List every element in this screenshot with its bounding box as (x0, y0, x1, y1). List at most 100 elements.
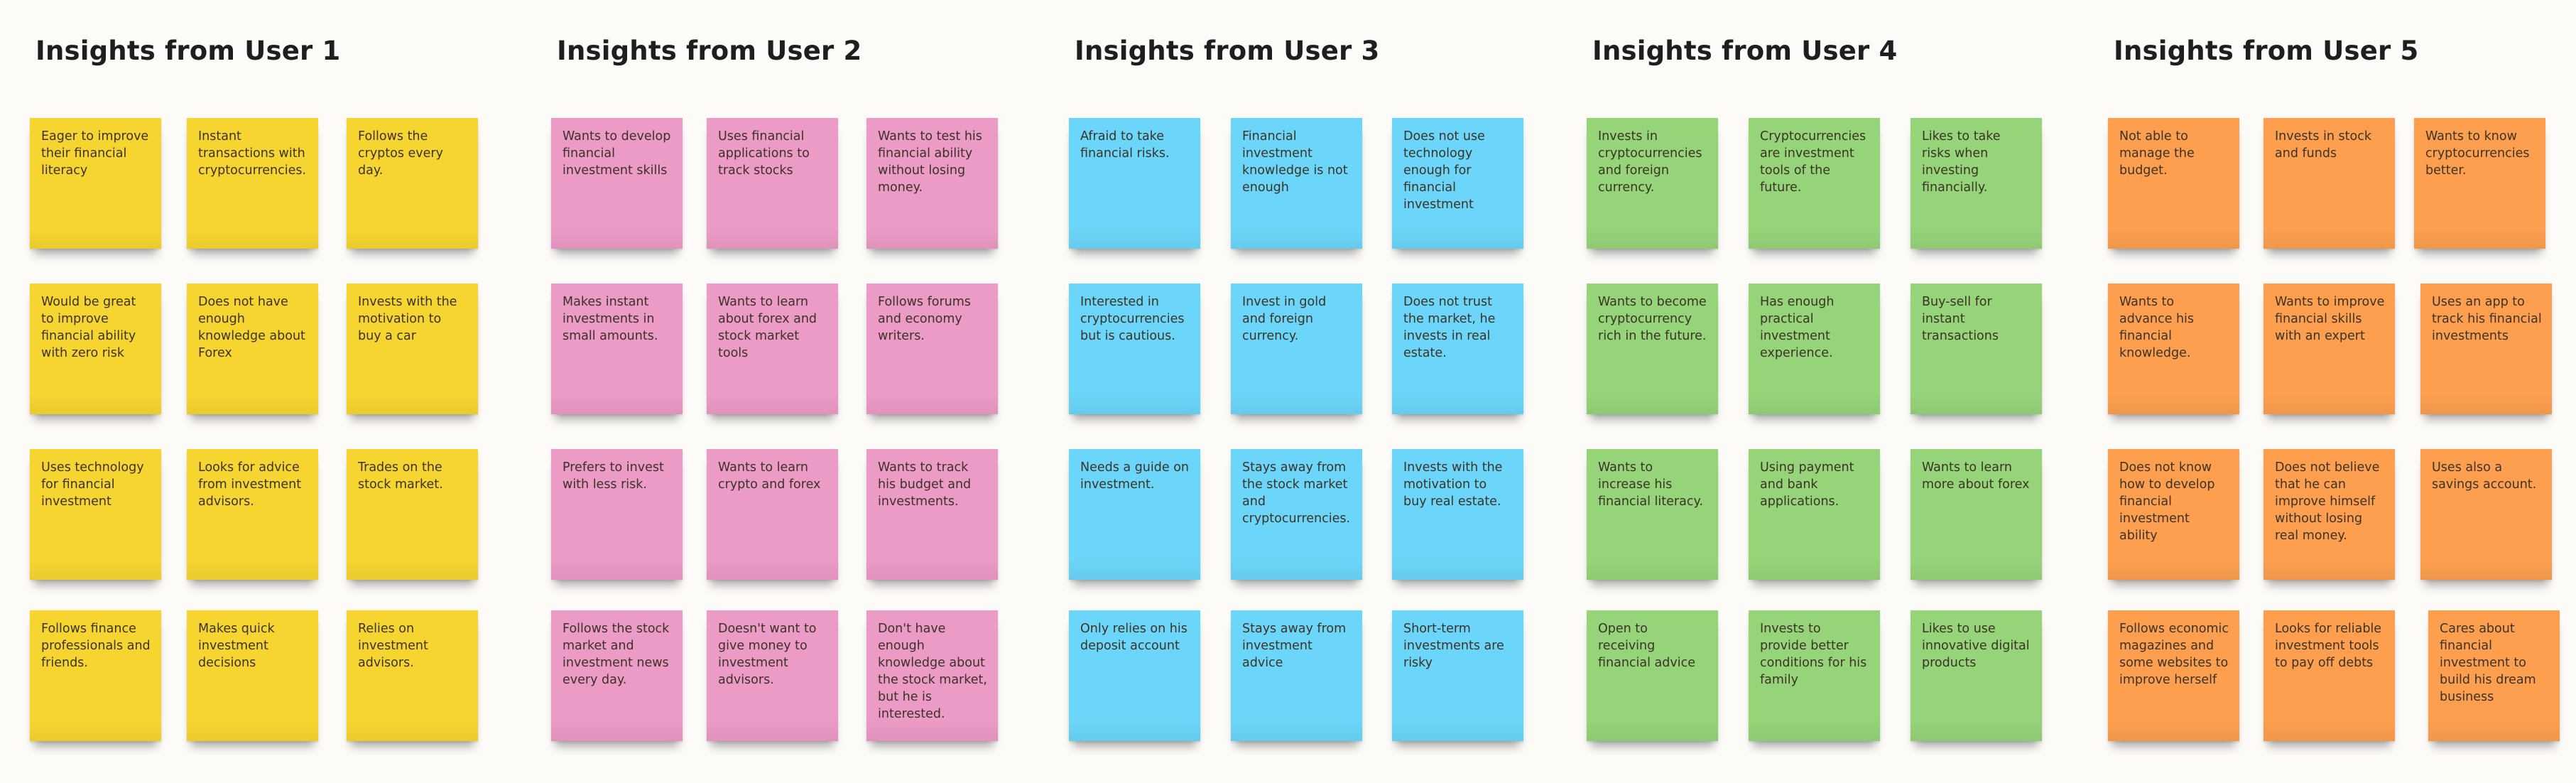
sticky-note[interactable]: Invests with the motivation to buy a car (347, 284, 478, 414)
note-text: Wants to become cryptocurrency rich in t… (1598, 295, 1707, 343)
sticky-note[interactable]: Uses financial applications to track sto… (707, 118, 838, 249)
sticky-note[interactable]: Looks for advice from investment advisor… (187, 449, 318, 580)
sticky-note[interactable]: Wants to know cryptocurrencies better. (2414, 118, 2545, 249)
sticky-note[interactable]: Follows forums and economy writers. (866, 284, 998, 414)
sticky-note[interactable]: Would be great to improve financial abil… (30, 284, 161, 414)
sticky-note[interactable]: Not able to manage the budget. (2108, 118, 2239, 249)
note-text: Stays away from investment advice (1242, 622, 1347, 670)
note-text: Wants to improve financial skills with a… (2275, 295, 2385, 343)
note-text: Follows finance professionals and friend… (41, 622, 151, 670)
note-text: Don't have enough knowledge about the st… (878, 622, 987, 721)
sticky-note[interactable]: Makes instant investments in small amoun… (551, 284, 683, 414)
sticky-note[interactable]: Has enough practical investment experien… (1749, 284, 1880, 414)
sticky-note[interactable]: Short-term investments are risky (1392, 610, 1523, 741)
sticky-note[interactable]: Interested in cryptocurrencies but is ca… (1069, 284, 1200, 414)
user-3-group: Insights from User 3 Afraid to take fina… (1069, 0, 1523, 783)
note-text: Financial investment knowledge is not en… (1242, 129, 1348, 195)
sticky-note[interactable]: Buy-sell for instant transactions (1911, 284, 2042, 414)
note-text: Cryptocurrencies are investment tools of… (1760, 129, 1866, 195)
sticky-note[interactable]: Does not use technology enough for finan… (1392, 118, 1523, 249)
group-title[interactable]: Insights from User 2 (557, 36, 862, 66)
group-title[interactable]: Insights from User 5 (2114, 36, 2419, 66)
sticky-note[interactable]: Follows the stock market and investment … (551, 610, 683, 741)
sticky-note[interactable]: Wants to become cryptocurrency rich in t… (1587, 284, 1718, 414)
note-text: Wants to learn about forex and stock mar… (718, 295, 817, 360)
sticky-note[interactable]: Makes quick investment decisions (187, 610, 318, 741)
note-text: Needs a guide on investment. (1080, 460, 1189, 492)
note-text: Interested in cryptocurrencies but is ca… (1080, 295, 1185, 343)
sticky-note[interactable]: Using payment and bank applications. (1749, 449, 1880, 580)
sticky-note[interactable]: Financial investment knowledge is not en… (1231, 118, 1362, 249)
note-text: Uses technology for financial investment (41, 460, 144, 509)
sticky-note[interactable]: Wants to learn crypto and forex (707, 449, 838, 580)
sticky-note[interactable]: Follows economic magazines and some webs… (2108, 610, 2239, 741)
note-text: Cares about financial investment to buil… (2440, 622, 2536, 704)
sticky-note[interactable]: Doesn't want to give money to investment… (707, 610, 838, 741)
sticky-note[interactable]: Instant transactions with cryptocurrenci… (187, 118, 318, 249)
note-text: Wants to track his budget and investment… (878, 460, 972, 509)
sticky-note[interactable]: Does not know how to develop financial i… (2108, 449, 2239, 580)
note-text: Has enough practical investment experien… (1760, 295, 1835, 360)
note-text: Buy-sell for instant transactions (1922, 295, 1999, 343)
sticky-note[interactable]: Cares about financial investment to buil… (2428, 610, 2560, 741)
sticky-note[interactable]: Uses an app to track his financial inves… (2420, 284, 2552, 414)
note-text: Invests to provide better conditions for… (1760, 622, 1867, 687)
group-title[interactable]: Insights from User 3 (1075, 36, 1380, 66)
sticky-note[interactable]: Uses also a savings account. (2420, 449, 2552, 580)
note-text: Does not know how to develop financial i… (2119, 460, 2215, 543)
sticky-note[interactable]: Wants to improve financial skills with a… (2263, 284, 2395, 414)
sticky-note[interactable]: Wants to test his financial ability with… (866, 118, 998, 249)
note-text: Wants to learn crypto and forex (718, 460, 821, 492)
sticky-note[interactable]: Wants to learn more about forex (1911, 449, 2042, 580)
sticky-note[interactable]: Invest in gold and foreign currency. (1231, 284, 1362, 414)
sticky-note[interactable]: Likes to use innovative digital products (1911, 610, 2042, 741)
sticky-note[interactable]: Wants to learn about forex and stock mar… (707, 284, 838, 414)
note-text: Would be great to improve financial abil… (41, 295, 136, 360)
sticky-note[interactable]: Prefers to invest with less risk. (551, 449, 683, 580)
note-text: Follows economic magazines and some webs… (2119, 622, 2229, 687)
note-text: Looks for advice from investment advisor… (198, 460, 302, 509)
group-title[interactable]: Insights from User 1 (36, 36, 341, 66)
sticky-note[interactable]: Wants to develop financial investment sk… (551, 118, 683, 249)
sticky-note[interactable]: Does not believe that he can improve him… (2263, 449, 2395, 580)
note-text: Stays away from the stock market and cry… (1242, 460, 1351, 526)
sticky-note[interactable]: Stays away from investment advice (1231, 610, 1362, 741)
sticky-note[interactable]: Needs a guide on investment. (1069, 449, 1200, 580)
sticky-note[interactable]: Don't have enough knowledge about the st… (866, 610, 998, 741)
sticky-note[interactable]: Stays away from the stock market and cry… (1231, 449, 1362, 580)
sticky-note[interactable]: Follows the cryptos every day. (347, 118, 478, 249)
sticky-note[interactable]: Wants to increase his financial literacy… (1587, 449, 1718, 580)
note-text: Wants to know cryptocurrencies better. (2425, 129, 2530, 178)
sticky-note[interactable]: Looks for reliable investment tools to p… (2263, 610, 2395, 741)
user-4-group: Insights from User 4 Invests in cryptocu… (1587, 0, 2042, 783)
sticky-note[interactable]: Follows finance professionals and friend… (30, 610, 161, 741)
sticky-note[interactable]: Open to receiving financial advice (1587, 610, 1718, 741)
sticky-note[interactable]: Afraid to take financial risks. (1069, 118, 1200, 249)
note-text: Uses an app to track his financial inves… (2432, 295, 2542, 343)
note-text: Prefers to invest with less risk. (563, 460, 664, 492)
sticky-note[interactable]: Only relies on his deposit account (1069, 610, 1200, 741)
note-text: Invests with the motivation to buy real … (1403, 460, 1503, 509)
sticky-note[interactable]: Likes to take risks when investing finan… (1911, 118, 2042, 249)
sticky-note[interactable]: Wants to advance his financial knowledge… (2108, 284, 2239, 414)
sticky-note[interactable]: Invests in stock and funds (2263, 118, 2395, 249)
sticky-note[interactable]: Invests in cryptocurrencies and foreign … (1587, 118, 1718, 249)
note-text: Wants to learn more about forex (1922, 460, 2030, 492)
user-5-group: Insights from User 5 Not able to manage … (2108, 0, 2560, 783)
sticky-note[interactable]: Eager to improve their financial literac… (30, 118, 161, 249)
note-text: Wants to develop financial investment sk… (563, 129, 671, 178)
sticky-note[interactable]: Does not trust the market, he invests in… (1392, 284, 1523, 414)
note-text: Trades on the stock market. (358, 460, 443, 492)
sticky-note[interactable]: Invests to provide better conditions for… (1749, 610, 1880, 741)
group-title[interactable]: Insights from User 4 (1592, 36, 1898, 66)
sticky-note[interactable]: Does not have enough knowledge about For… (187, 284, 318, 414)
sticky-note[interactable]: Trades on the stock market. (347, 449, 478, 580)
note-text: Not able to manage the budget. (2119, 129, 2195, 178)
sticky-note[interactable]: Uses technology for financial investment (30, 449, 161, 580)
note-text: Does not have enough knowledge about For… (198, 295, 305, 360)
sticky-note[interactable]: Cryptocurrencies are investment tools of… (1749, 118, 1880, 249)
sticky-note[interactable]: Wants to track his budget and investment… (866, 449, 998, 580)
sticky-note[interactable]: Relies on investment advisors. (347, 610, 478, 741)
note-text: Wants to increase his financial literacy… (1598, 460, 1703, 509)
sticky-note[interactable]: Invests with the motivation to buy real … (1392, 449, 1523, 580)
